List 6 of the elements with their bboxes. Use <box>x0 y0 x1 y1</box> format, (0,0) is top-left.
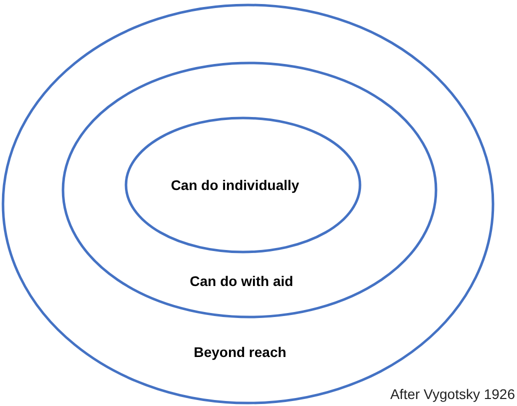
zone-label: Beyond reach <box>194 344 286 360</box>
zone-label: Can do with aid <box>190 273 294 289</box>
ellipse-zone <box>125 117 361 253</box>
ellipse-zone <box>62 62 437 318</box>
zone-label: Can do individually <box>170 177 300 193</box>
caption: After Vygotsky 1926 <box>390 386 515 402</box>
